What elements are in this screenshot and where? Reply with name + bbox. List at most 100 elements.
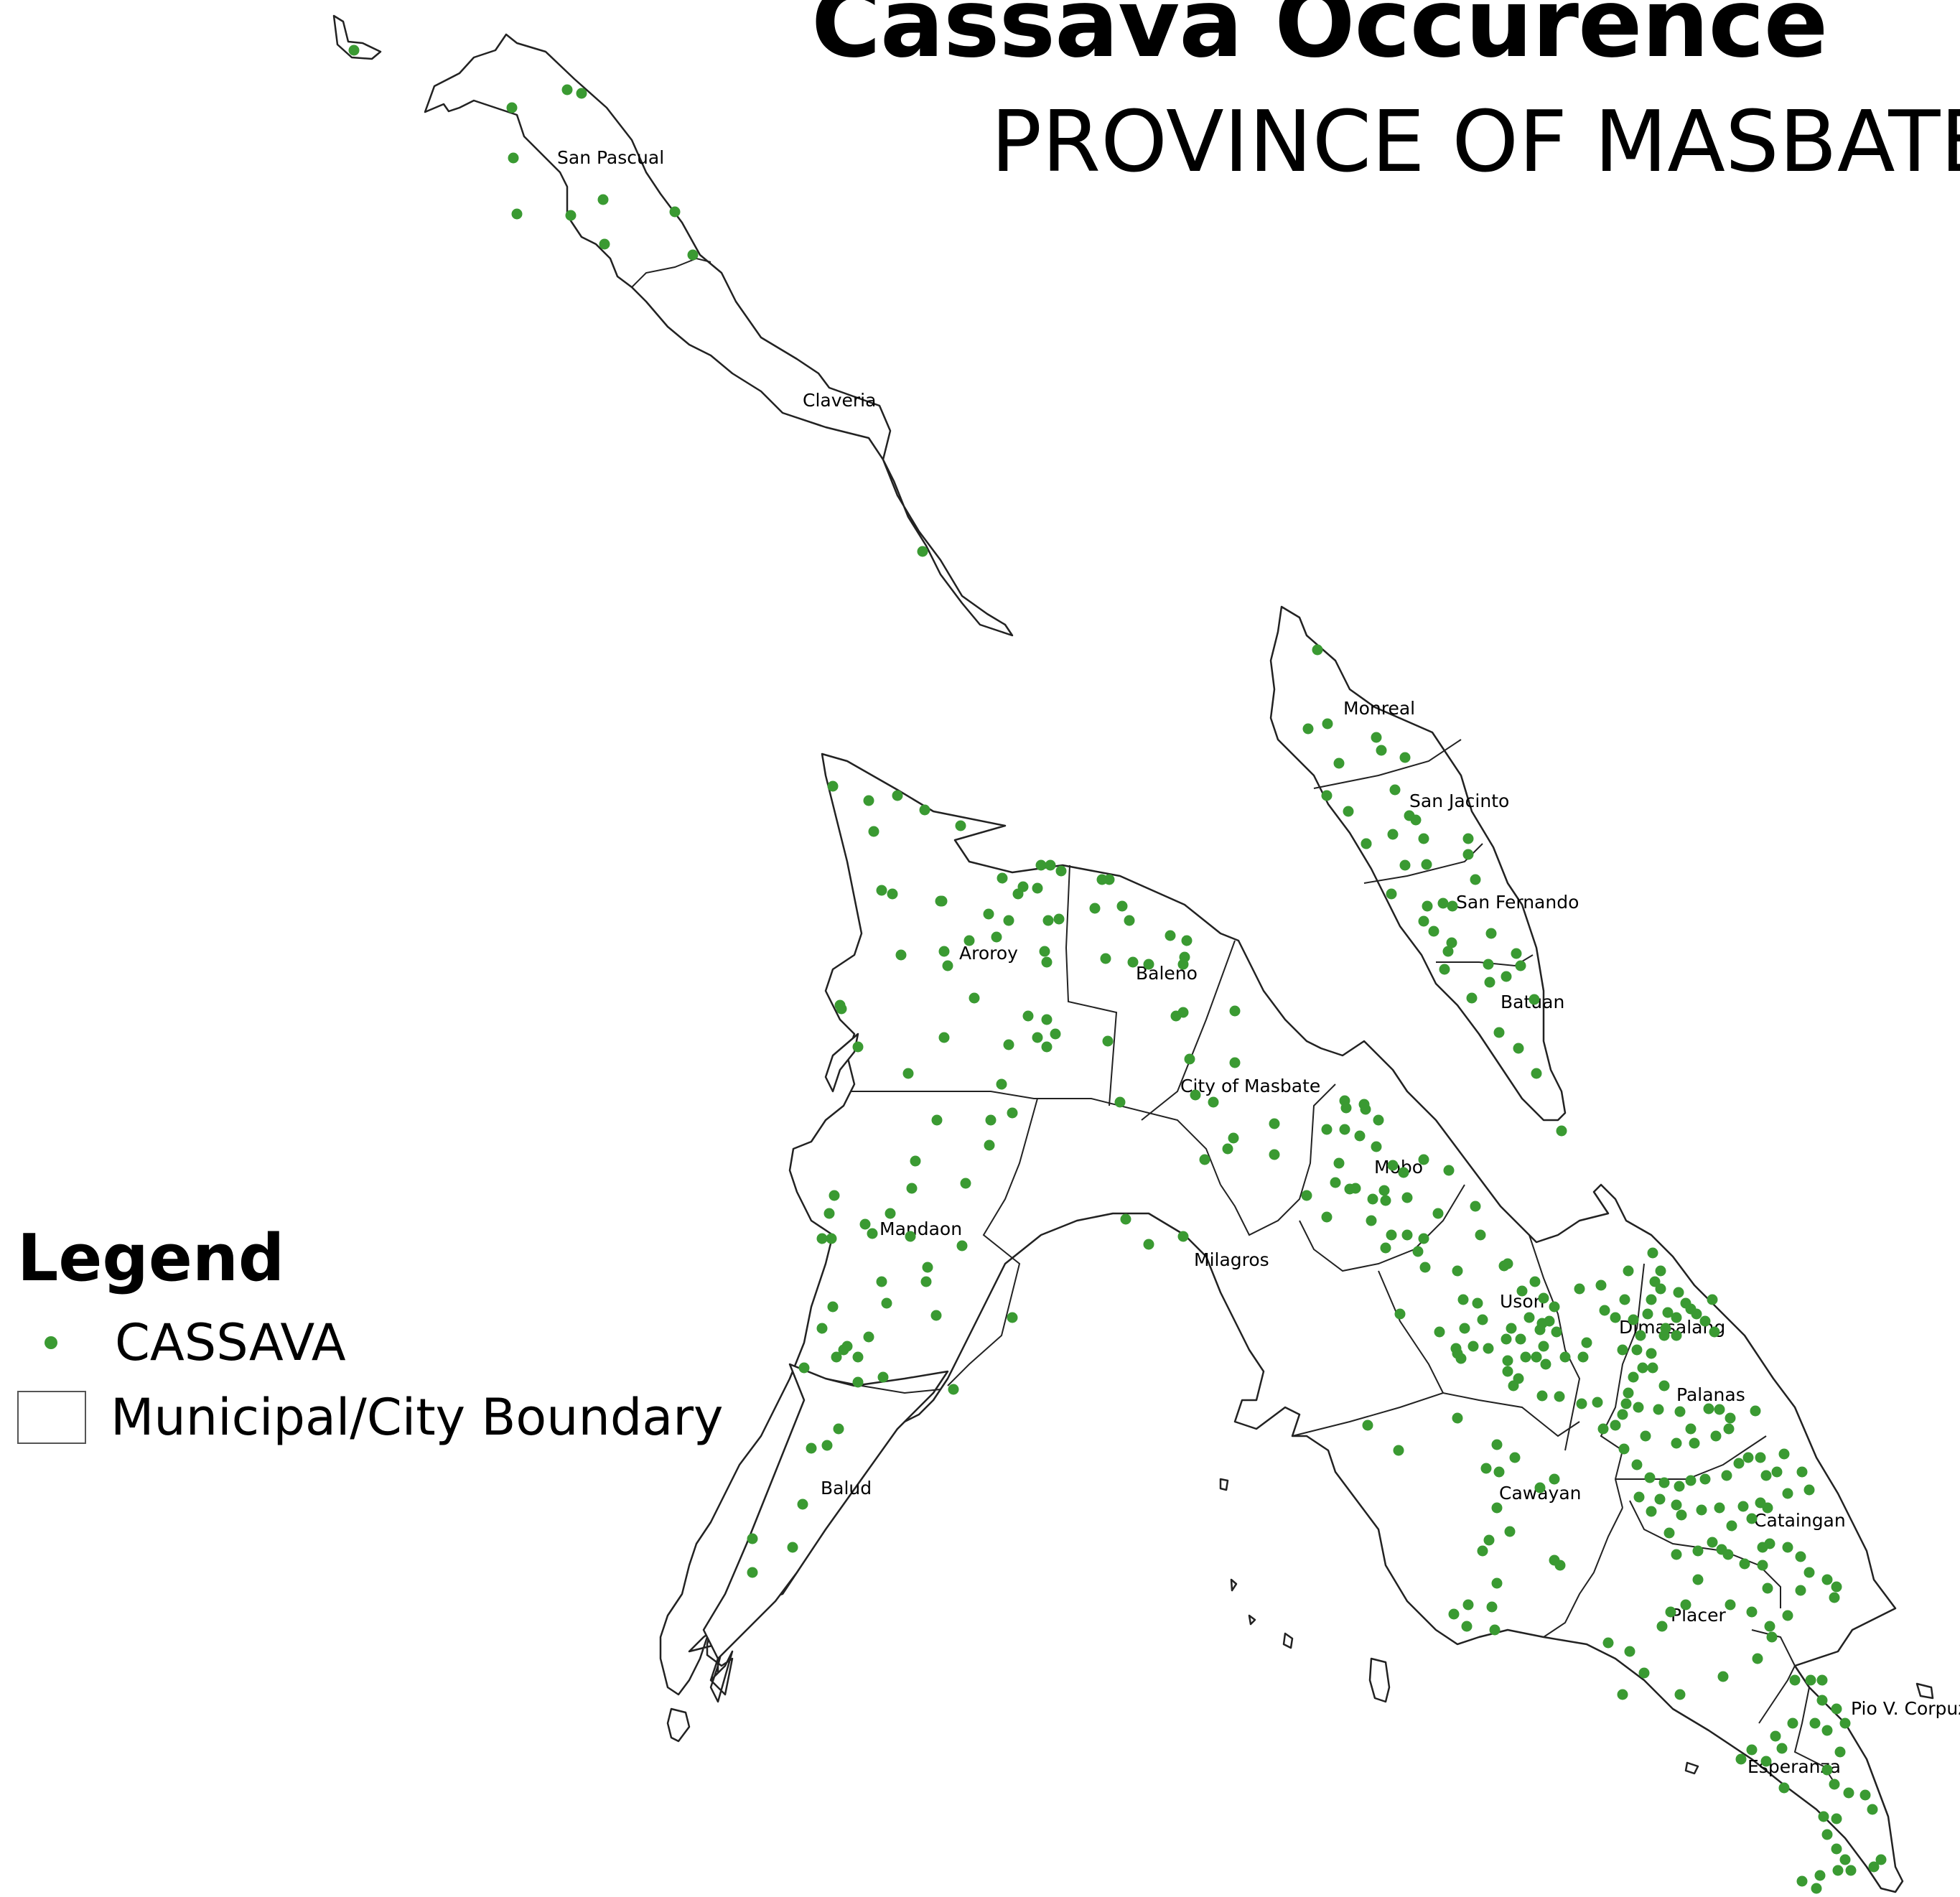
cassava-point [506, 102, 518, 113]
cassava-point [669, 206, 681, 218]
cassava-point [1422, 900, 1433, 912]
cassava-point [1114, 1096, 1126, 1108]
cassava-point [887, 888, 898, 900]
cassava-point [1515, 960, 1526, 971]
cassava-point [747, 1533, 758, 1544]
cassava-point [1439, 964, 1450, 975]
cassava-point [1789, 1674, 1801, 1686]
legend-label-cassava: CASSAVA [115, 1313, 346, 1372]
cassava-point [1689, 1437, 1700, 1449]
boundary-mandaon-milagros [947, 1098, 1038, 1386]
cassava-point [561, 84, 573, 95]
map-title: Cassava Occurence [811, 0, 1828, 79]
label-mandaon: Mandaon [879, 1218, 962, 1239]
cassava-point [1674, 1481, 1685, 1492]
cassava-point [1035, 859, 1047, 871]
cassava-point [1485, 928, 1497, 939]
cassava-point [1483, 959, 1494, 970]
cassava-point [1520, 1351, 1531, 1363]
cassava-point [1459, 1323, 1470, 1334]
cassava-point [1447, 900, 1458, 912]
cassava-point [906, 1183, 918, 1194]
cassava-point [863, 795, 874, 806]
cassava-point [806, 1442, 817, 1454]
cassava-point [1599, 1305, 1610, 1316]
cassava-point [1399, 859, 1411, 871]
cassava-point [1755, 1497, 1766, 1509]
cassava-point [1832, 1865, 1844, 1876]
cassava-point [1655, 1265, 1666, 1277]
cassava-point [863, 1331, 874, 1343]
cassava-point [1597, 1423, 1609, 1435]
cassava-point [599, 238, 610, 250]
boundary-mobo-uson [1299, 1184, 1465, 1272]
cassava-point [1371, 732, 1382, 743]
cassava-point [1120, 1213, 1131, 1225]
cassava-point [991, 931, 1002, 943]
cassava-point [1380, 1195, 1391, 1206]
cassava-point [1663, 1527, 1675, 1539]
cassava-point [1764, 1538, 1775, 1549]
cassava-point [1771, 1466, 1783, 1478]
cassava-point [1515, 1333, 1526, 1345]
cassava-point [1647, 1247, 1658, 1259]
cassava-point [1003, 915, 1014, 926]
cassava-point [1045, 859, 1056, 871]
cassava-point [1782, 1488, 1793, 1499]
cassava-point [1418, 833, 1429, 844]
cassava-point [1387, 829, 1399, 840]
cassava-point [1412, 1246, 1424, 1257]
boundary-aroroy-mandaon [851, 1091, 1221, 1185]
cassava-point [1222, 1143, 1233, 1155]
masbate-mainland [659, 752, 1904, 1893]
cassava-point [1386, 1229, 1397, 1241]
cassava-point [1050, 1028, 1061, 1040]
boundary-masbate-mobo [1220, 1083, 1336, 1236]
cassava-point [1737, 1501, 1749, 1512]
cassava-point [1501, 1333, 1512, 1345]
cassava-point [938, 946, 950, 957]
boundary-aroroy-baleno [1065, 864, 1118, 1106]
cassava-point [1529, 1276, 1541, 1287]
cassava-point [1472, 1297, 1483, 1309]
label-cataingan: Cataingan [1754, 1510, 1846, 1531]
cassava-point [1795, 1551, 1806, 1562]
cassava-point [576, 88, 587, 99]
cassava-point [1619, 1294, 1630, 1305]
cassava-point [1190, 1089, 1201, 1101]
cassava-point [1707, 1294, 1718, 1305]
cassava-point [1398, 1167, 1409, 1178]
cassava-point [1380, 1242, 1391, 1254]
cassava-point [1637, 1362, 1648, 1374]
cassava-point [930, 1310, 942, 1321]
cassava-point [956, 1240, 968, 1252]
cassava-point [1764, 1621, 1775, 1632]
cassava-point [1821, 1764, 1833, 1776]
cassava-point [1638, 1667, 1650, 1679]
cassava-point [1032, 1032, 1043, 1043]
cassava-point [1658, 1330, 1670, 1341]
cassava-point [881, 1297, 892, 1309]
cassava-point [1655, 1283, 1666, 1295]
cassava-point [1418, 915, 1429, 927]
cassava-point [836, 1003, 847, 1015]
cassava-point [852, 1041, 864, 1053]
cassava-point [1722, 1549, 1734, 1560]
cassava-point [1489, 1624, 1501, 1636]
cassava-point [892, 790, 903, 801]
cassava-point [348, 45, 360, 56]
cassava-point [1493, 1027, 1505, 1038]
cassava-point [1486, 1601, 1498, 1613]
cassava-point [1805, 1674, 1816, 1686]
cassava-point [1378, 1185, 1390, 1196]
cassava-point [1635, 1330, 1646, 1341]
cassava-point [1428, 926, 1439, 937]
cassava-point [1671, 1499, 1682, 1511]
cassava-point [1549, 1473, 1560, 1485]
cassava-point [798, 1362, 810, 1374]
cassava-point [1434, 1326, 1445, 1338]
cassava-point [1443, 1165, 1455, 1176]
cassava-point [1502, 1366, 1513, 1377]
cassava-point [1534, 1482, 1546, 1493]
cassava-point [1448, 1608, 1460, 1620]
